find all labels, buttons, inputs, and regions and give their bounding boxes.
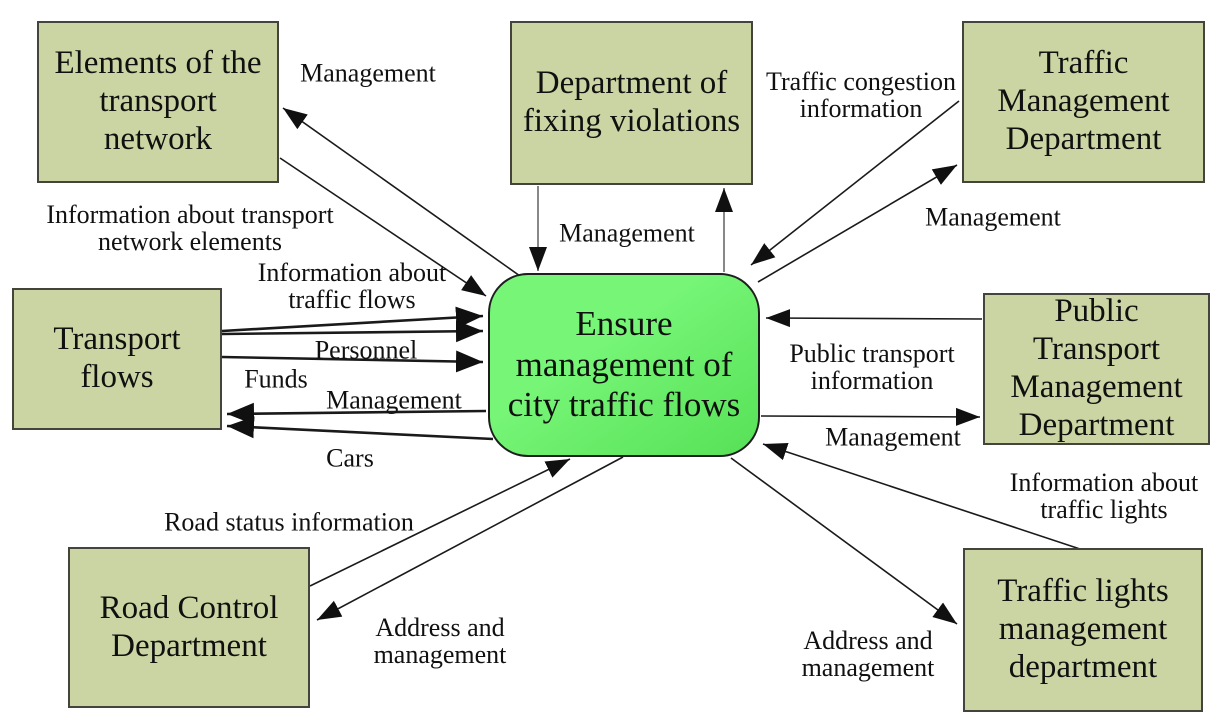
flow-label-management-transport-flows: Management bbox=[326, 385, 462, 415]
flow-info-traffic-lights-line bbox=[762, 443, 1081, 550]
flow-address-management-road-line bbox=[316, 456, 624, 621]
entity-elements-of-transport-network[interactable]: Elements of the transport network bbox=[37, 21, 279, 183]
flow-label-info-traffic-flows: Information about traffic flows bbox=[257, 257, 447, 314]
flow-management-transport-flows-line bbox=[226, 402, 487, 425]
flow-management-traffic-dept-line bbox=[757, 164, 958, 283]
flow-label-address-management-lights: Address and management bbox=[801, 625, 935, 682]
entity-traffic-management-department[interactable]: Traffic Management Department bbox=[962, 21, 1205, 183]
flow-label-address-management-road: Address and management bbox=[373, 612, 507, 669]
flow-label-management-public-transport: Management bbox=[825, 422, 961, 452]
process-ensure-management-city-traffic-flows[interactable]: Ensure management of city traffic flows bbox=[488, 273, 760, 457]
flow-management-to-elements-line bbox=[282, 107, 521, 277]
flow-management-public-transport-line bbox=[760, 407, 981, 426]
entity-road-control-department[interactable]: Road Control Department bbox=[68, 547, 310, 708]
flow-traffic-congestion-line bbox=[750, 100, 960, 266]
flow-address-management-lights-line bbox=[730, 457, 958, 625]
flow-funds-line bbox=[221, 350, 484, 373]
flow-label-traffic-congestion: Traffic congestion information bbox=[766, 66, 956, 123]
flow-personnel-line bbox=[221, 320, 484, 343]
flow-road-status-line bbox=[309, 458, 571, 587]
entity-public-transport-management-department[interactable]: Public Transport Management Department bbox=[983, 293, 1210, 445]
flow-public-transport-info-line bbox=[765, 309, 983, 328]
flow-label-info-traffic-lights: Information about traffic lights bbox=[1009, 467, 1199, 524]
entity-traffic-lights-management-department[interactable]: Traffic lights management department bbox=[963, 548, 1203, 712]
flow-info-traffic-flows-line bbox=[221, 306, 484, 333]
flow-label-management-traffic-dept: Management bbox=[925, 202, 1061, 232]
connectors bbox=[221, 100, 1081, 625]
flow-label-public-transport-info: Public transport information bbox=[789, 338, 955, 395]
flow-label-cars: Cars bbox=[326, 443, 374, 473]
flow-label-management-to-elements: Management bbox=[300, 58, 436, 88]
flow-cars-line bbox=[226, 416, 494, 441]
entity-department-of-fixing-violations[interactable]: Department of fixing violations bbox=[510, 21, 753, 185]
flow-label-management-fixing-violations: Management bbox=[559, 218, 695, 248]
flow-label-road-status: Road status information bbox=[164, 507, 414, 537]
flow-label-funds: Funds bbox=[244, 364, 308, 394]
flow-label-personnel: Personnel bbox=[314, 335, 418, 365]
flow-info-network-elements-line bbox=[279, 157, 487, 297]
entity-transport-flows[interactable]: Transport flows bbox=[12, 288, 222, 430]
flow-label-info-network-elements: Information about transport network elem… bbox=[46, 199, 334, 256]
